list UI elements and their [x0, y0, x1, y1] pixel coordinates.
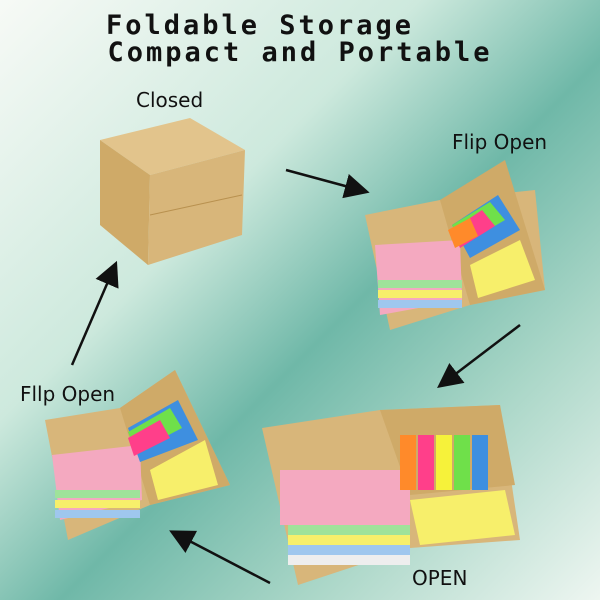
arrow-icon: [285, 168, 370, 199]
headline-line-1: Foldable Storage: [105, 10, 415, 41]
arrow-icon: [437, 324, 521, 389]
stage-label-flip-open-bottom: Fllp Open: [20, 382, 116, 406]
stage-label-closed: Closed: [136, 88, 204, 112]
headline-line-2: Compact and Portable: [107, 37, 493, 68]
stage-label-open: OPEN: [412, 566, 468, 590]
flip-open-cube-bottom: [45, 370, 230, 540]
flip-open-cube-top: [365, 160, 545, 330]
open-box: [262, 405, 520, 585]
arrow-icon: [70, 260, 119, 366]
closed-cube: [100, 118, 245, 265]
stage-label-flip-open-top: Flip Open: [452, 130, 548, 154]
arrow-icon: [169, 530, 271, 585]
